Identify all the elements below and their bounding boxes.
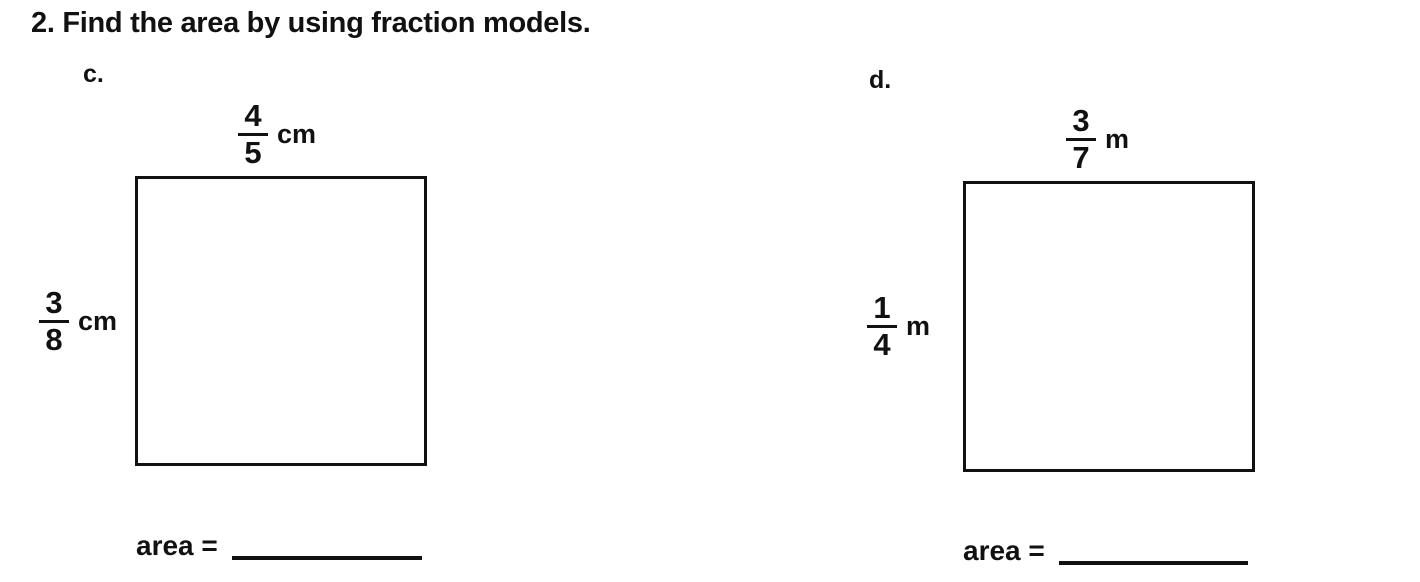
height-label-d: 1 4 m xyxy=(867,292,930,360)
answer-row-d: area = xyxy=(963,517,1248,565)
fraction-bar xyxy=(867,324,897,328)
fraction-height-d: 1 4 xyxy=(867,292,897,360)
fraction-denominator: 8 xyxy=(45,321,63,357)
fraction-width-c: 4 5 xyxy=(238,100,268,168)
area-answer-blank[interactable] xyxy=(1058,517,1248,565)
width-label-d: 3 7 m xyxy=(1066,105,1129,173)
area-answer-blank[interactable] xyxy=(231,512,422,560)
unit-label: cm xyxy=(78,305,118,336)
part-letter-d: d. xyxy=(869,66,892,94)
area-model-rectangle-d xyxy=(963,181,1255,472)
width-label-c: 4 5 cm xyxy=(238,100,316,168)
fraction-denominator: 4 xyxy=(873,326,891,362)
area-label: area = xyxy=(136,530,218,561)
fraction-numerator: 4 xyxy=(244,98,262,133)
area-label: area = xyxy=(963,535,1045,566)
fraction-bar xyxy=(238,132,268,136)
unit-label: cm xyxy=(277,118,317,149)
fraction-denominator: 7 xyxy=(1072,139,1090,175)
page-title: 2. Find the area by using fraction model… xyxy=(31,7,591,39)
answer-row-c: area = xyxy=(136,512,422,560)
fraction-numerator: 1 xyxy=(873,290,891,325)
fraction-numerator: 3 xyxy=(45,285,63,320)
part-letter-c: c. xyxy=(83,60,104,88)
fraction-bar xyxy=(1066,137,1096,141)
fraction-denominator: 5 xyxy=(244,134,262,170)
height-label-c: 3 8 cm xyxy=(39,287,117,355)
fraction-height-c: 3 8 xyxy=(39,287,69,355)
fraction-bar xyxy=(39,319,69,323)
fraction-width-d: 3 7 xyxy=(1066,105,1096,173)
fraction-numerator: 3 xyxy=(1072,103,1090,138)
unit-label: m xyxy=(906,310,931,341)
unit-label: m xyxy=(1105,123,1130,154)
area-model-rectangle-c xyxy=(135,176,427,466)
